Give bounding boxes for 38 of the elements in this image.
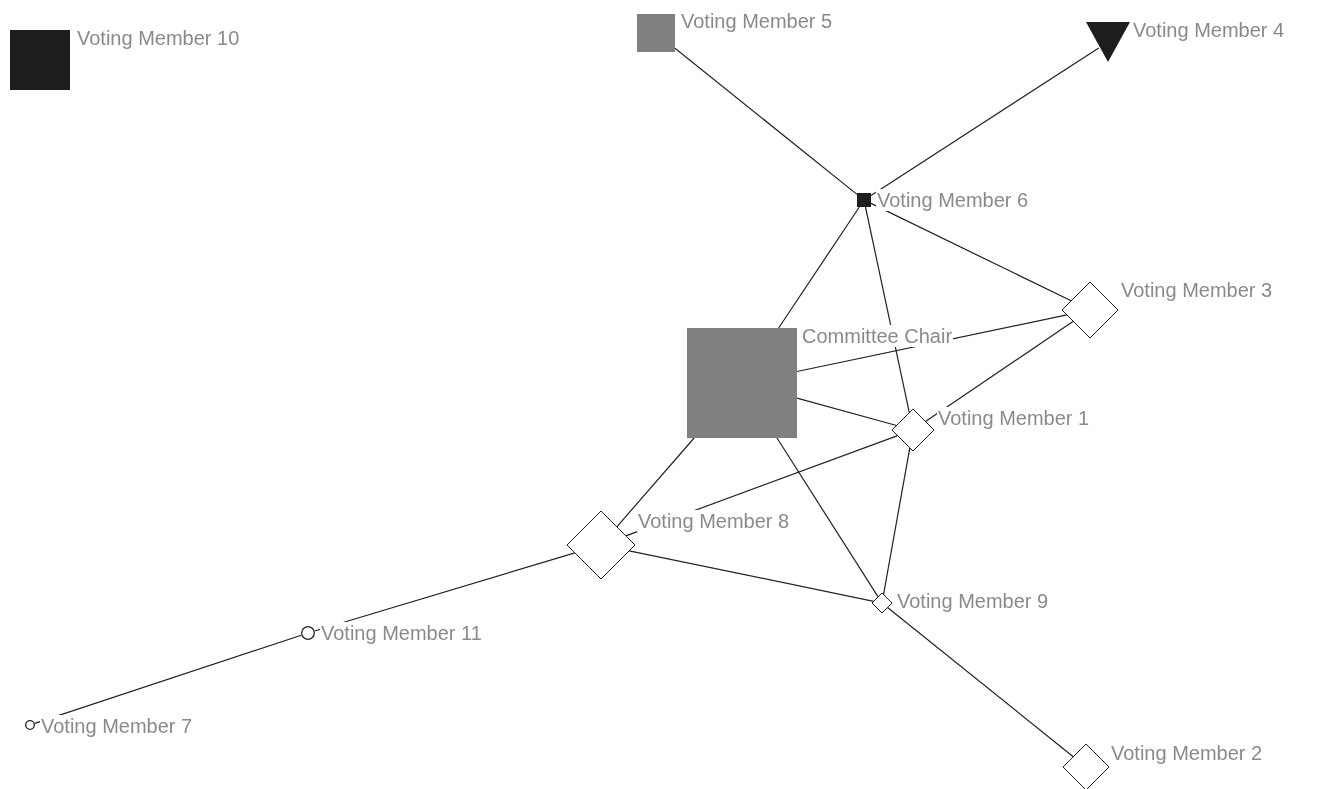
- connector-line: [616, 437, 695, 528]
- node-label: Voting Member 3: [1120, 279, 1274, 301]
- connector-line: [778, 206, 860, 329]
- circle-node: [25, 720, 35, 730]
- diamond-node: [1062, 282, 1118, 338]
- node-label: Voting Member 7: [40, 715, 194, 737]
- connector-line: [882, 447, 911, 596]
- connector-line: [674, 47, 858, 195]
- node-label: Voting Member 2: [1110, 742, 1264, 764]
- diamond-node: [567, 511, 635, 579]
- diamond-node: [872, 593, 892, 613]
- diamond-node: [1063, 744, 1109, 789]
- square-node: [857, 193, 871, 207]
- node-label: Voting Member 5: [680, 10, 834, 32]
- node-label: Voting Member 4: [1132, 19, 1286, 41]
- triangle-node: [1086, 22, 1130, 62]
- connector-line: [924, 320, 1074, 423]
- connector-line: [864, 206, 910, 414]
- node-label: Voting Member 1: [937, 407, 1091, 429]
- connector-line: [870, 47, 1100, 197]
- connector-line: [776, 437, 879, 598]
- circle-node: [301, 626, 315, 640]
- connector-line: [628, 550, 875, 602]
- node-label: Voting Member 6: [876, 189, 1030, 211]
- connector-line: [870, 202, 1072, 302]
- connector-line: [886, 606, 1074, 758]
- square-node: [687, 328, 797, 438]
- node-label: Voting Member 11: [320, 622, 483, 644]
- connector-line: [796, 397, 898, 427]
- square-node: [10, 30, 70, 90]
- diamond-node: [892, 409, 934, 451]
- node-label: Voting Member 10: [76, 27, 241, 49]
- square-node: [637, 14, 675, 52]
- connector-line: [34, 634, 302, 725]
- node-label: Voting Member 9: [896, 590, 1050, 612]
- node-label: Committee Chair: [801, 325, 954, 347]
- connector-line: [314, 552, 576, 632]
- node-label: Voting Member 8: [637, 510, 791, 532]
